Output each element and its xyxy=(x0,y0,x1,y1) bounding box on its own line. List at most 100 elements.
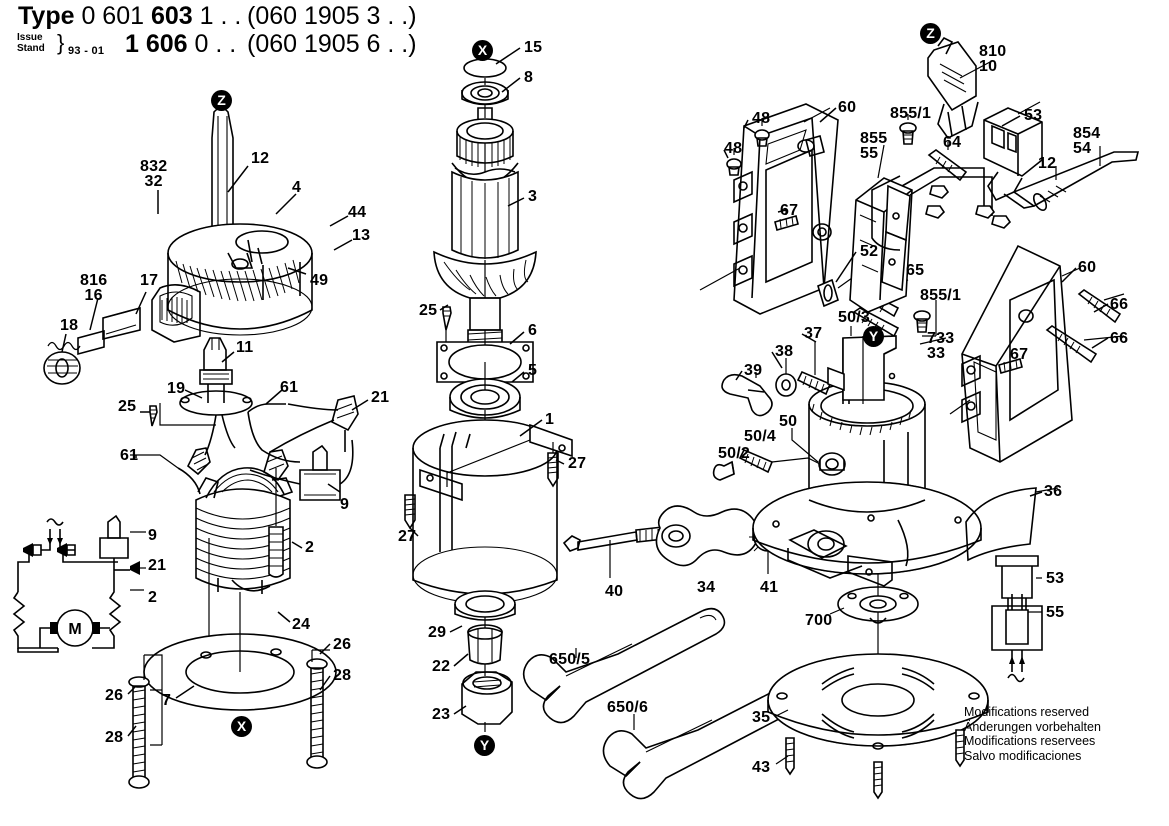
callout-40: 40 xyxy=(605,584,623,600)
part-number: 25 xyxy=(118,398,137,415)
part-number: 19 xyxy=(167,380,186,397)
part-number: 66 xyxy=(1110,296,1129,313)
part-number: 61 xyxy=(120,447,139,464)
part-number: 855 xyxy=(860,130,888,147)
callout-12-cord: 12 xyxy=(1038,156,1056,172)
armature-group xyxy=(433,46,537,440)
callout-60-right: 60 xyxy=(1078,260,1096,276)
callout-67-b: 67 xyxy=(1010,347,1028,363)
type-number-bold: 603 xyxy=(150,2,193,30)
callout-4: 4 xyxy=(292,180,301,196)
part-number: 6 xyxy=(528,322,538,339)
part-number: 12 xyxy=(251,150,270,167)
part-number: 2 xyxy=(148,589,158,606)
part-number: 26 xyxy=(105,687,124,704)
marker-x-field: X xyxy=(231,716,252,737)
motor-housing-group xyxy=(43,107,313,385)
callout-9-schem: 9 xyxy=(148,528,157,544)
part-number: 64 xyxy=(943,134,962,151)
depth-collar-group xyxy=(712,326,1059,800)
part-number: 12 xyxy=(1038,155,1057,172)
type-label: Type xyxy=(18,2,75,30)
type-line-2: 1 606 0 . . xyxy=(125,32,236,57)
part-number: 43 xyxy=(752,759,771,776)
part-number: 41 xyxy=(760,579,779,596)
part-number: 832 xyxy=(140,158,168,175)
type-paren-2: (060 1905 6 . .) xyxy=(247,30,417,58)
part-number: 15 xyxy=(524,39,543,56)
type-number-prefix: 0 601 xyxy=(81,2,145,30)
callout-48-b: 48 xyxy=(724,141,742,157)
callout-44: 44 xyxy=(348,205,366,221)
part-number: 21 xyxy=(148,557,167,574)
callout-27-right: 27 xyxy=(568,456,586,472)
part-number: 36 xyxy=(1044,483,1063,500)
part-number: 32 xyxy=(144,173,163,190)
callout-25-center: 25 xyxy=(419,303,437,319)
part-number: 39 xyxy=(744,362,763,379)
part-number: 4 xyxy=(292,179,302,196)
part-number: 16 xyxy=(84,287,103,304)
callout-1: 1 xyxy=(545,412,554,428)
part-number: 35 xyxy=(752,709,771,726)
part-number: 13 xyxy=(352,227,371,244)
type2-number-suffix: 0 . . xyxy=(194,30,237,58)
callout-61-top: 61 xyxy=(280,380,298,396)
callout-64: 64 xyxy=(943,135,961,151)
callout-39: 39 xyxy=(744,363,762,379)
callout-53-top: 53 xyxy=(1024,108,1042,124)
callout-5: 5 xyxy=(528,363,537,379)
callout-15: 15 xyxy=(524,40,542,56)
part-number: 2 xyxy=(305,539,315,556)
part-number: 55 xyxy=(1046,604,1065,621)
part-number: 27 xyxy=(398,528,417,545)
issue-brace: } xyxy=(57,30,65,55)
part-number: 33 xyxy=(927,345,946,362)
callout-26-right: 26 xyxy=(333,637,351,653)
callout-60-left: 60 xyxy=(838,100,856,116)
part-number: 49 xyxy=(310,272,329,289)
part-number: 9 xyxy=(148,527,158,544)
part-number: 44 xyxy=(348,204,367,221)
callout-24: 24 xyxy=(292,617,310,633)
marker-y-collet: Y xyxy=(474,735,495,756)
part-number: 53 xyxy=(1046,570,1065,587)
callout-35: 35 xyxy=(752,710,770,726)
issue-stand-label: Issue Stand xyxy=(17,32,45,54)
wiring-schematic-group: M xyxy=(12,514,146,653)
part-number: 18 xyxy=(60,317,79,334)
callout-61-left: 61 xyxy=(120,448,138,464)
knob-rod-group xyxy=(562,505,787,578)
callout-43: 43 xyxy=(752,760,770,776)
part-number: 50/2 xyxy=(718,445,750,462)
part-number: 50/3 xyxy=(838,309,870,326)
part-number: 26 xyxy=(333,636,352,653)
stand-label: Stand xyxy=(17,42,45,54)
brush-holder-group xyxy=(849,114,1012,337)
part-number: 22 xyxy=(432,658,451,675)
type2-number-bold: 1 606 xyxy=(125,30,188,58)
part-number: 48 xyxy=(724,140,743,157)
cord-group xyxy=(927,36,1140,211)
part-number: 7 xyxy=(162,692,172,709)
callout-650-6: 650/6 xyxy=(607,700,648,716)
part-number: 5 xyxy=(528,362,538,379)
part-number: 60 xyxy=(838,99,857,116)
part-number: 52 xyxy=(860,243,879,260)
part-number: 855/1 xyxy=(890,105,932,122)
part-number: 9 xyxy=(340,496,350,513)
motor-can-group xyxy=(404,419,573,732)
callout-19: 19 xyxy=(167,381,185,397)
part-number: 34 xyxy=(697,579,716,596)
leader-lines xyxy=(61,47,1109,737)
issue-date: 93 - 01 xyxy=(68,45,105,57)
part-number: 67 xyxy=(1010,346,1029,363)
callout-53-bottom: 53 xyxy=(1046,571,1064,587)
part-number: 3 xyxy=(528,188,538,205)
callout-2-coil: 2 xyxy=(305,540,314,556)
callout-7: 7 xyxy=(162,693,171,709)
part-number: 11 xyxy=(236,339,254,356)
note-line-en: Modifications reserved xyxy=(964,705,1090,719)
